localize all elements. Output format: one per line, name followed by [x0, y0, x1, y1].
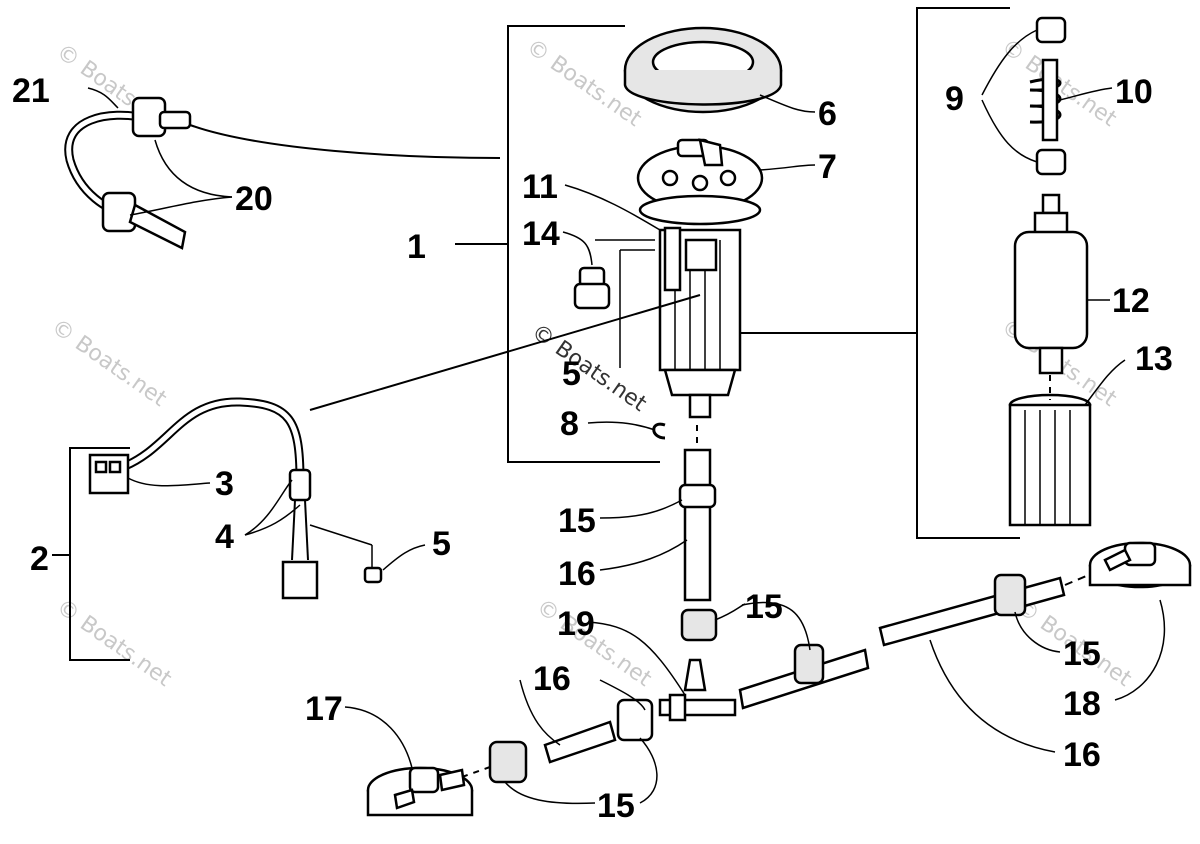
callout-14: 14 [522, 215, 560, 253]
callout-11: 11 [522, 168, 558, 206]
callout-5-screw: 5 [432, 525, 451, 563]
callout-15-lower: 15 [597, 787, 635, 825]
callout-4: 4 [215, 518, 234, 556]
fuel-pump-motor-12 [1013, 193, 1089, 375]
callout-15-middle: 15 [745, 588, 783, 626]
callout-15-right: 15 [1063, 635, 1101, 673]
grommet-14 [573, 266, 611, 310]
callout-8: 8 [560, 405, 579, 443]
callout-2: 2 [30, 540, 49, 578]
cap-18 [1088, 541, 1192, 589]
hose-middle [488, 643, 870, 784]
hose-vertical-16 [678, 448, 718, 642]
callout-17: 17 [305, 690, 343, 728]
watermark-group: © Boats.net © Boats.net © Boats.net © Bo… [47, 34, 1137, 692]
clip-8 [652, 422, 666, 440]
cap-17 [366, 766, 474, 817]
callout-18: 18 [1063, 685, 1101, 723]
spring-hose-10 [1029, 16, 1067, 176]
callout-16-right: 16 [1063, 736, 1101, 774]
callout-labels: 1 2 3 4 5 5 6 7 8 9 10 11 12 13 14 15 15… [12, 72, 1173, 825]
callout-21: 21 [12, 72, 50, 110]
callout-5-assembly: 5 [562, 355, 581, 393]
lock-ring-6 [623, 26, 783, 114]
screw-5 [363, 566, 383, 584]
bracket-assembly-1 [455, 25, 660, 463]
callout-16-vertical: 16 [558, 555, 596, 593]
callout-16-middle: 16 [533, 660, 571, 698]
callout-10: 10 [1115, 73, 1153, 111]
callout-13: 13 [1135, 340, 1173, 378]
callout-20: 20 [235, 180, 273, 218]
callout-1: 1 [407, 228, 426, 266]
bracket-assembly-2 [52, 447, 130, 661]
fuel-hose-21 [64, 96, 192, 250]
bracket-pump-group [735, 7, 1020, 539]
callout-12: 12 [1112, 282, 1150, 320]
callout-7: 7 [818, 148, 837, 186]
hose-right-16 [878, 573, 1066, 647]
callout-15-upper: 15 [558, 502, 596, 540]
tee-fitting-19 [658, 658, 737, 722]
watermark: © Boats.net [47, 314, 172, 412]
callout-19: 19 [557, 605, 595, 643]
callout-9: 9 [945, 80, 964, 118]
callout-6: 6 [818, 95, 837, 133]
pump-cover-7 [636, 138, 764, 226]
watermark-center: © Boats.net [527, 319, 652, 417]
strainer-13 [1008, 393, 1092, 527]
pump-sender-body [658, 226, 742, 419]
callout-3: 3 [215, 465, 234, 503]
wire-harness-2 [88, 397, 319, 600]
